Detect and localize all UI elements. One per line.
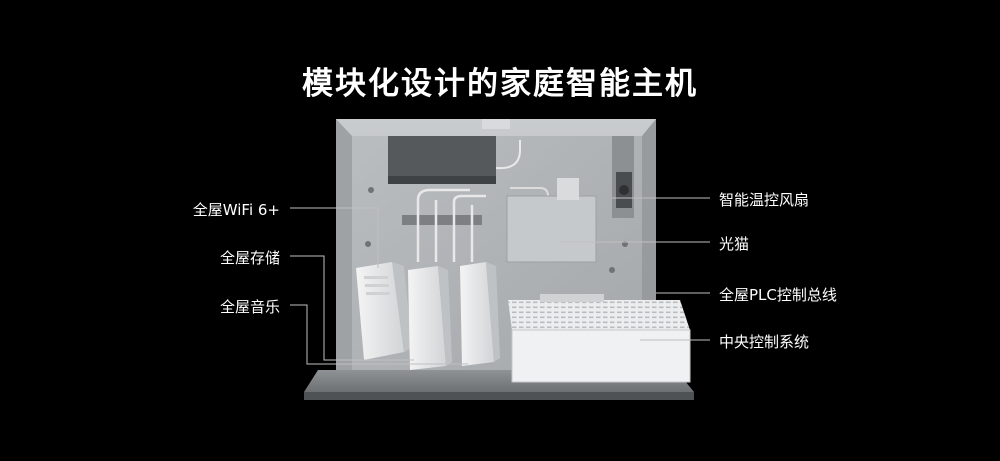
power-block-shade [388,176,496,184]
label-central: 中央控制系统 [719,333,810,351]
screw [609,267,615,273]
screw [365,241,371,247]
screw [368,187,374,193]
module-wifi [356,262,412,360]
fan-hub [619,185,629,195]
label-plc: 全屋PLC控制总线 [719,286,837,304]
label-wifi: 全屋WiFi 6+ [192,201,280,219]
optical-modem-board [506,195,597,263]
module-cables [416,188,486,262]
module-music [460,262,500,366]
label-modem: 光猫 [719,235,750,253]
top-notch [482,119,510,129]
label-music: 全屋音乐 [219,298,280,316]
wifi-line [290,207,379,268]
modem-cable [557,178,579,200]
label-fan: 智能温控风扇 [719,191,810,209]
storage-line [290,255,414,361]
tray-front [304,392,694,400]
label-storage: 全屋存储 [219,249,280,267]
cable-rail [402,215,482,225]
power-block [388,136,496,182]
power-cable [495,140,521,170]
page-title: 模块化设计的家庭智能主机 [302,66,698,102]
central-control-box [508,294,691,383]
music-line [290,304,468,365]
module-storage [408,266,452,370]
left-side-wall [336,119,352,389]
